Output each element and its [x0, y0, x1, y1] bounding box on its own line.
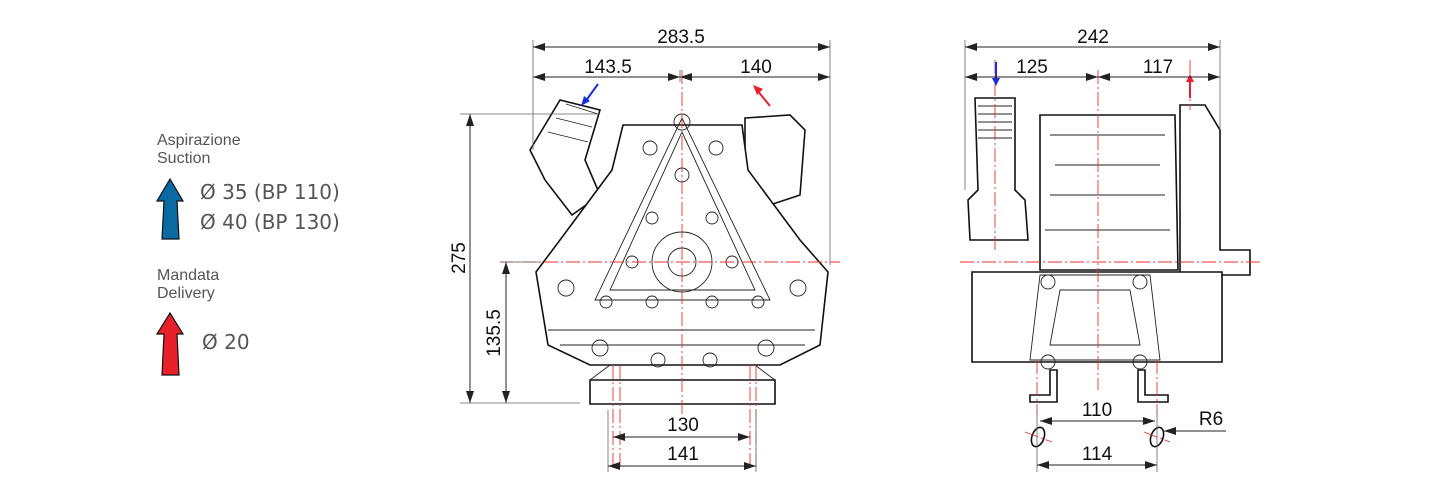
dim-side-left-width: 125 — [1016, 57, 1048, 78]
suction-size-bp110: Ø 35 (BP 110) — [200, 180, 340, 204]
dim-side-right-width: 117 — [1143, 57, 1173, 78]
dim-front-left-width: 143.5 — [584, 57, 632, 78]
side-view: 242 125 117 110 114 R6 — [960, 27, 1262, 472]
suction-label-en: Suction — [157, 150, 210, 167]
suction-label-it: Aspirazione — [157, 132, 241, 149]
dim-hole-outer: 114 — [1082, 444, 1113, 465]
delivery-arrow-icon — [155, 311, 185, 376]
front-view: 283.5 143.5 140 275 135.5 130 141 — [449, 27, 840, 472]
dim-hole-radius: R6 — [1199, 409, 1223, 430]
suction-size-bp130: Ø 40 (BP 130) — [200, 210, 340, 234]
legend: Aspirazione Suction Ø 35 (BP 110) Ø 40 (… — [155, 132, 340, 376]
dim-front-height: 275 — [449, 242, 470, 274]
dim-front-axis-height: 135.5 — [484, 309, 505, 357]
dim-side-overall-width: 242 — [1077, 27, 1109, 48]
delivery-size: Ø 20 — [202, 330, 250, 354]
dim-hole-inner: 110 — [1082, 400, 1112, 421]
suction-arrow-icon — [155, 177, 185, 240]
dim-front-overall-width: 283.5 — [657, 27, 705, 48]
delivery-label-it: Mandata — [157, 267, 219, 284]
delivery-label-en: Delivery — [157, 285, 215, 302]
dim-front-right-width: 140 — [740, 57, 772, 78]
dim-foot-outer: 141 — [667, 444, 699, 465]
dim-foot-inner: 130 — [667, 415, 699, 436]
